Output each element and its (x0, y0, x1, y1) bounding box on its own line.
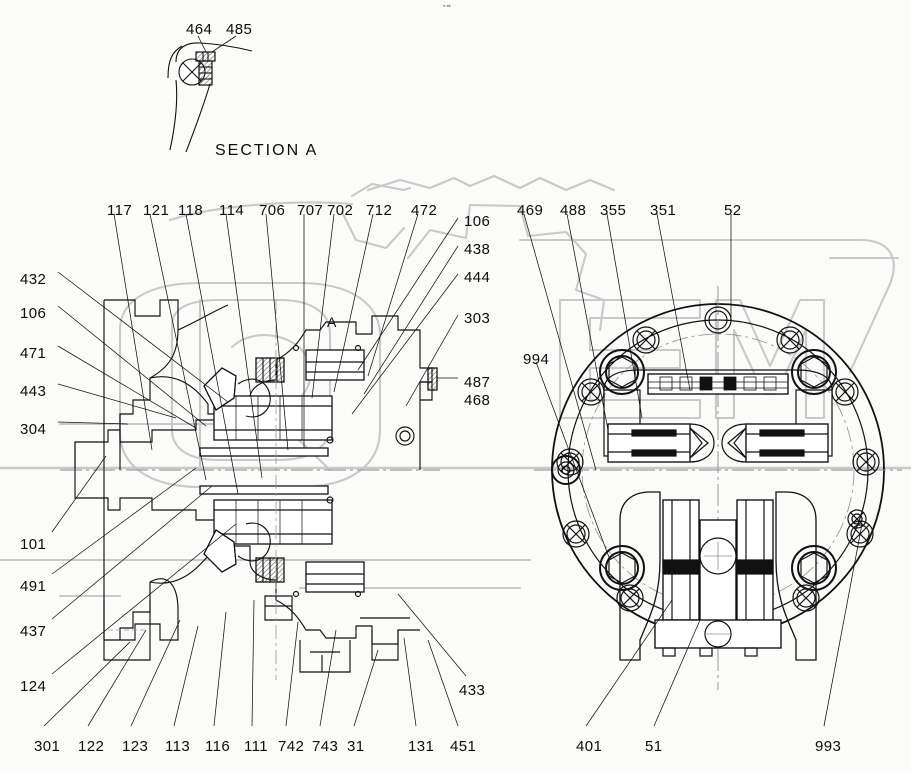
callout-101: 101 (20, 536, 47, 553)
callout-111: 111 (244, 738, 269, 755)
callout-468: 468 (464, 392, 491, 409)
callout-472: 472 (411, 202, 438, 219)
callout-491: 491 (20, 578, 47, 595)
callout-304: 304 (20, 421, 47, 438)
callout-712: 712 (366, 202, 393, 219)
callout-117: 117 (107, 202, 133, 219)
piston-left (607, 423, 715, 463)
end-view-assembly (534, 286, 902, 690)
callout-303: 303 (464, 310, 491, 327)
callout-437: 437 (20, 623, 47, 640)
section-a-title: SECTION A (215, 142, 319, 159)
port-boss-left (551, 455, 581, 485)
callout-469: 469 (517, 202, 544, 219)
callout-471: 471 (20, 345, 47, 362)
callout-301: 301 (34, 738, 61, 755)
callout-401: 401 (576, 738, 603, 755)
callout-118: 118 (178, 202, 204, 219)
callout-106-left: 106 (20, 305, 47, 322)
callout-485: 485 (226, 21, 253, 38)
hex-bolt-heads (599, 349, 837, 591)
cross-section-assembly (60, 299, 440, 680)
callout-432: 432 (20, 271, 47, 288)
callout-702: 702 (327, 202, 354, 219)
callout-116: 116 (205, 738, 231, 755)
callout-52: 52 (724, 202, 742, 219)
callout-994: 994 (523, 351, 550, 368)
callout-433: 433 (459, 682, 486, 699)
top-registration-mark: ▪ ▪▪ (443, 3, 451, 10)
callout-438: 438 (464, 241, 491, 258)
callout-993: 993 (815, 738, 842, 755)
callout-451: 451 (450, 738, 477, 755)
section-a-detail (167, 35, 253, 153)
callout-106-right: 106 (464, 213, 491, 230)
callout-743: 743 (312, 738, 339, 755)
leader-lines (43, 213, 863, 727)
callout-123: 123 (122, 738, 149, 755)
callout-124: 124 (20, 678, 47, 695)
callout-707: 707 (297, 202, 324, 219)
callout-443: 443 (20, 383, 47, 400)
section-marker-letter: A (327, 314, 337, 330)
callout-113: 113 (165, 738, 191, 755)
callout-444: 444 (464, 269, 491, 286)
callout-488: 488 (560, 202, 587, 219)
port-boss-right (847, 509, 867, 529)
callout-114: 114 (219, 202, 245, 219)
callout-355: 355 (600, 202, 627, 219)
callout-122: 122 (78, 738, 105, 755)
callout-742: 742 (278, 738, 305, 755)
callout-487: 487 (464, 374, 491, 391)
callout-351: 351 (650, 202, 677, 219)
callout-31: 31 (347, 738, 365, 755)
piston-right (721, 423, 829, 463)
callout-131: 131 (408, 738, 435, 755)
callout-51: 51 (645, 738, 663, 755)
callout-121: 121 (143, 202, 170, 219)
callout-706: 706 (259, 202, 286, 219)
callout-464: 464 (186, 21, 213, 38)
